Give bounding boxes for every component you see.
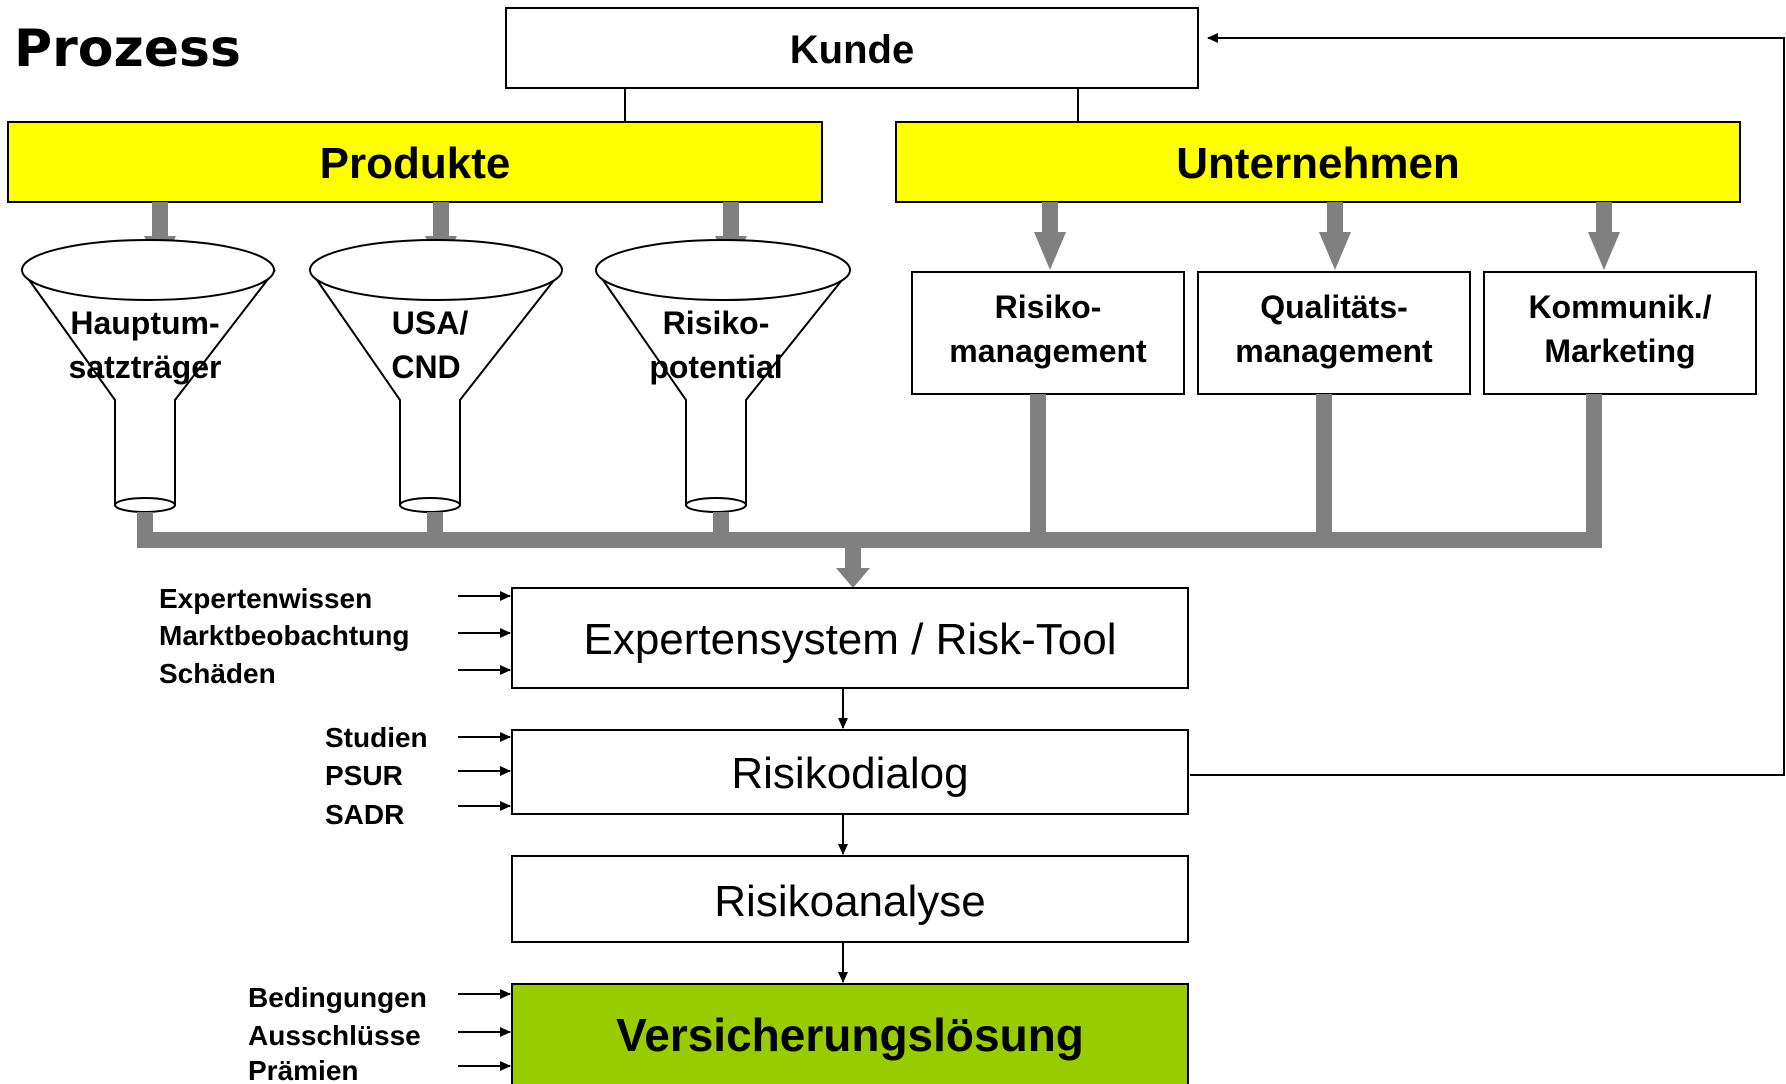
communication-line2: Marketing [1544, 333, 1695, 369]
communication-marketing-box [1483, 271, 1757, 395]
insurance-solution-label: Versicherungslösung [616, 1009, 1084, 1061]
funnel-usa-cnd [309, 239, 563, 513]
risk-management-box [911, 271, 1185, 395]
input-psur: PSUR [325, 760, 403, 791]
communication-line1: Kommunik./ [1528, 289, 1711, 325]
funnel-3-line1: Risiko- [663, 305, 770, 341]
input-praemien: Prämien [248, 1055, 359, 1084]
input-bedingungen: Bedingungen [248, 982, 427, 1013]
input-sadr: SADR [325, 799, 404, 830]
funnel-2-line2: CND [391, 349, 460, 385]
input-schaeden: Schäden [159, 658, 276, 689]
page-title: Prozess [14, 19, 241, 79]
risk-management-line1: Risiko- [995, 289, 1102, 325]
funnel-risikopotential [595, 239, 851, 513]
input-expertenwissen: Expertenwissen [159, 583, 372, 614]
risk-dialog-box [511, 729, 1189, 815]
funnel-1-line2: satzträger [69, 349, 222, 385]
risk-management-line2: management [949, 333, 1147, 369]
expert-system-label: Expertensystem / Risk-Tool [583, 615, 1116, 664]
quality-management-line2: management [1235, 333, 1433, 369]
quality-management-box [1197, 271, 1471, 395]
products-bar [7, 121, 823, 203]
risk-analysis-label: Risikoanalyse [714, 877, 985, 926]
risk-dialog-label: Risikodialog [731, 749, 968, 798]
company-bar [895, 121, 1741, 203]
customer-label: Kunde [790, 28, 914, 72]
collector-bus [137, 394, 1602, 588]
customer-box [505, 7, 1199, 89]
input-ausschluesse: Ausschlüsse [248, 1020, 421, 1051]
funnel-3-line2: potential [649, 349, 782, 385]
feedback-loop-arrow [1190, 33, 1785, 776]
expert-system-box [511, 587, 1189, 689]
input-marktbeobachtung: Marktbeobachtung [159, 620, 409, 651]
company-to-boxes-arrows [1034, 202, 1620, 270]
input-studien: Studien [325, 722, 428, 753]
insurance-solution-box [511, 983, 1189, 1084]
company-label: Unternehmen [1176, 139, 1460, 188]
funnel-hauptumsatztraeger [21, 239, 276, 513]
risk-analysis-box [511, 855, 1189, 943]
funnel-2-line1: USA/ [392, 305, 469, 341]
products-label: Produkte [320, 139, 511, 188]
funnel-1-line1: Hauptum- [70, 305, 219, 341]
quality-management-line1: Qualitäts- [1260, 289, 1408, 325]
